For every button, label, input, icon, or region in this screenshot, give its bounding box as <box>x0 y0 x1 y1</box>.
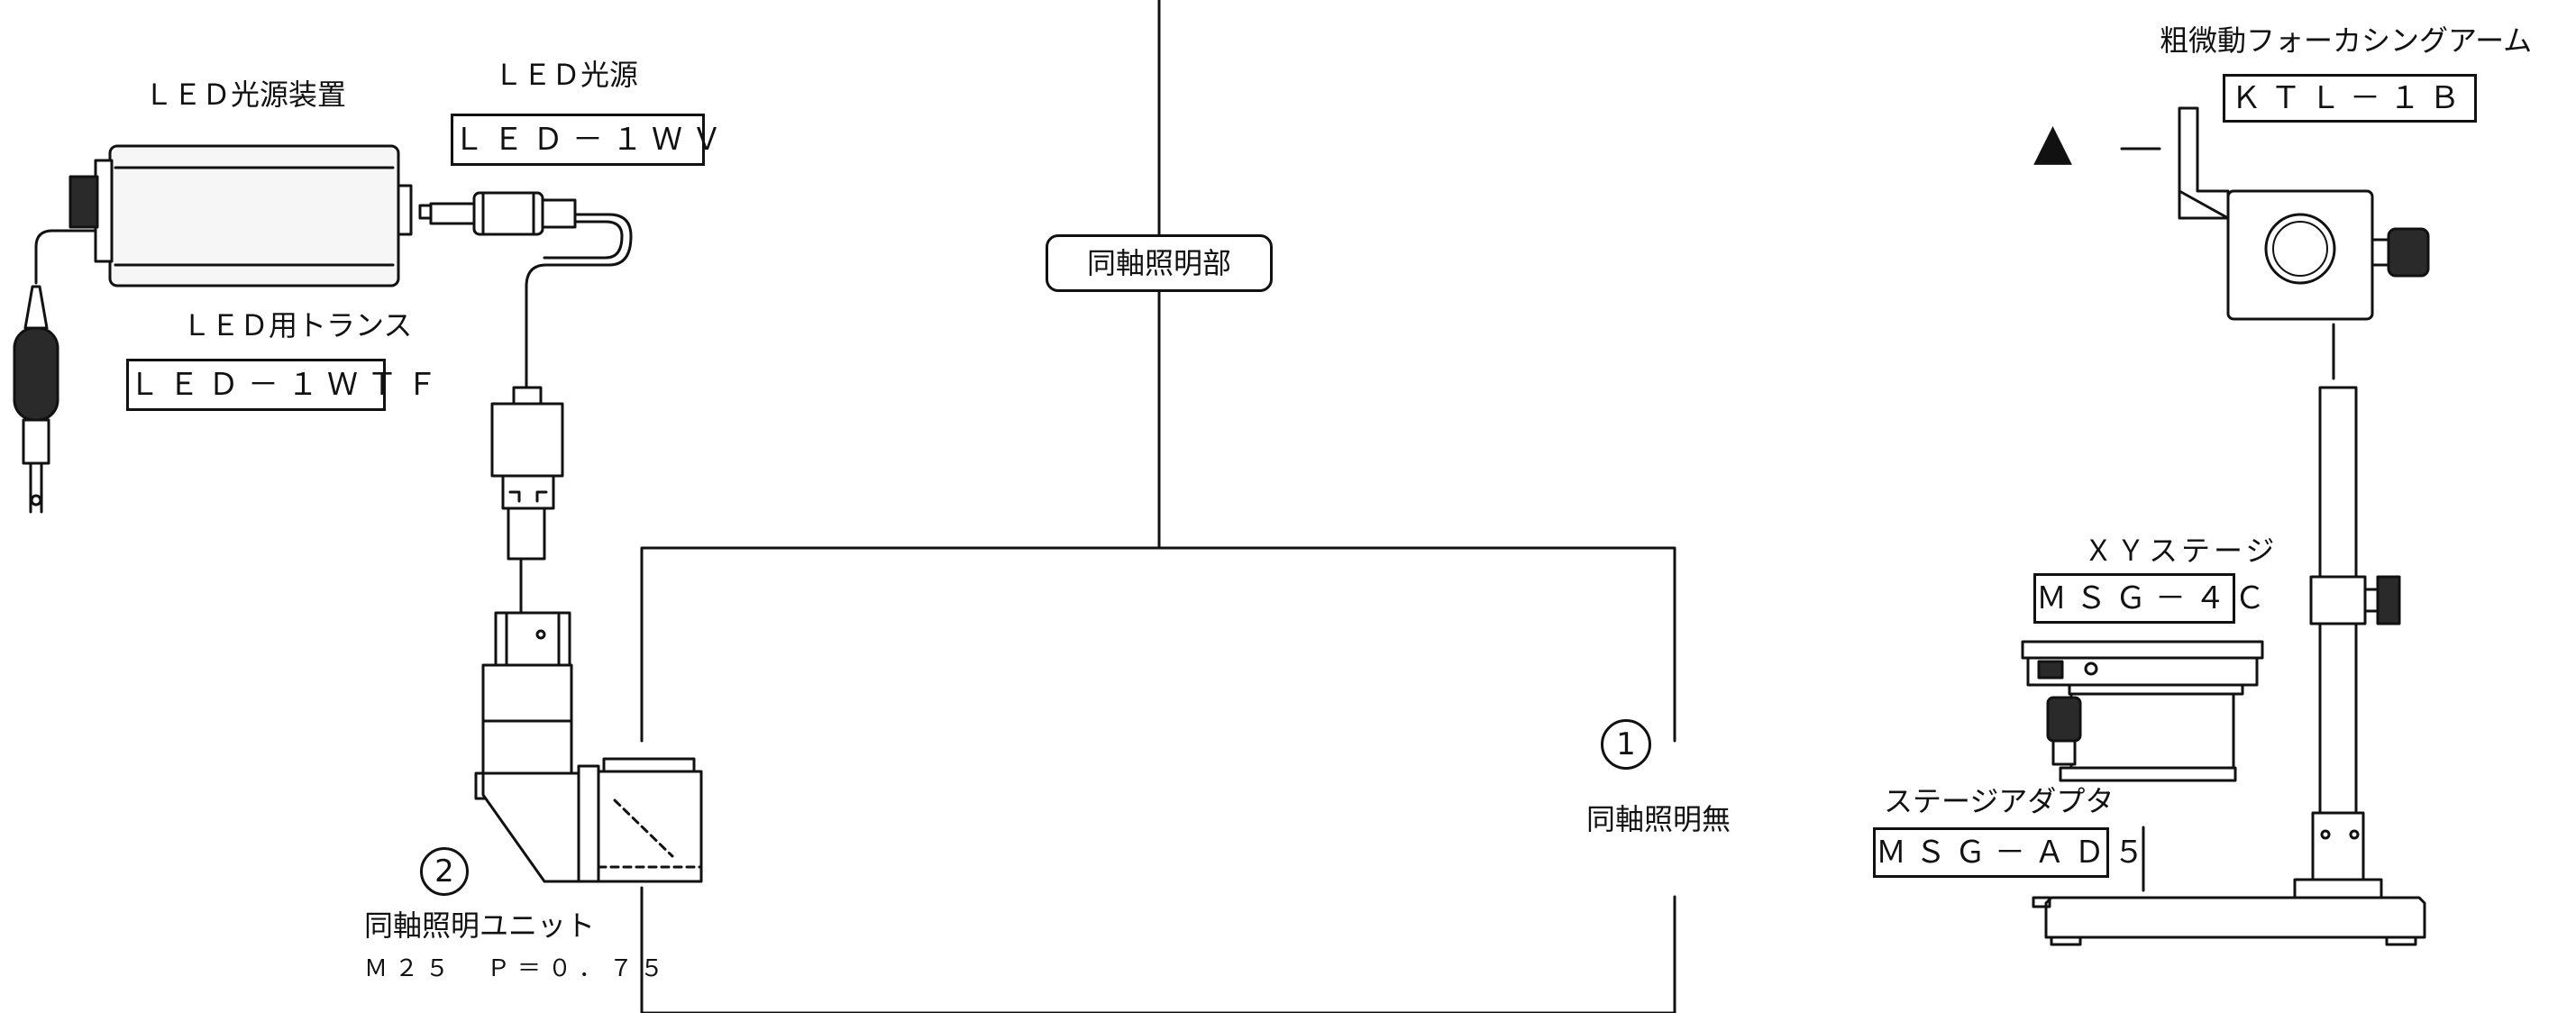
stage-adapter-model-box: ＭＳＧ－ＡＤ５ <box>1873 827 2144 878</box>
led-source-device-label: ＬＥＤ光源装置 <box>144 78 347 112</box>
option-number-badge: 1 <box>1601 719 1651 770</box>
led-source-model-box: ＬＥＤ－１ＷＶ <box>451 114 722 166</box>
unit-number-badge: 2 <box>420 847 469 896</box>
led-transformer-label: ＬＥＤ用トランス <box>182 308 413 342</box>
coaxial-unit-thread-label: Ｍ２５ Ｐ＝０．７５ <box>364 955 671 982</box>
focusing-arm-stand-drawing <box>2032 106 2430 946</box>
no-coaxial-label: 同軸照明無 <box>1586 802 1731 836</box>
led-light-source-drawing <box>429 191 633 561</box>
led-light-source-device-drawing <box>13 144 434 514</box>
stage-adapter-label: ステージアダプタ <box>1884 784 2115 818</box>
focusing-arm-label: 粗微動フォーカシングアーム <box>2160 23 2533 58</box>
triangle-icon: ▲ <box>2033 113 2073 171</box>
xy-stage-drawing <box>2021 640 2264 782</box>
coaxial-illumination-unit-drawing <box>474 611 703 883</box>
coaxial-section-label: 同軸照明部 <box>1046 234 1273 292</box>
focusing-arm-model-box: ＫＴＬ－１Ｂ <box>2223 74 2477 123</box>
connection-lines <box>519 0 2335 1013</box>
coaxial-unit-label: 同軸照明ユニット <box>364 908 596 943</box>
xy-stage-label: ＸＹステージ <box>2084 534 2279 568</box>
xy-stage-model-box: ＭＳＧ－４Ｃ <box>2033 573 2265 624</box>
led-transformer-model-box: ＬＥＤ－１ＷＴＦ <box>126 359 437 411</box>
led-source-label: ＬＥＤ光源 <box>494 58 639 92</box>
